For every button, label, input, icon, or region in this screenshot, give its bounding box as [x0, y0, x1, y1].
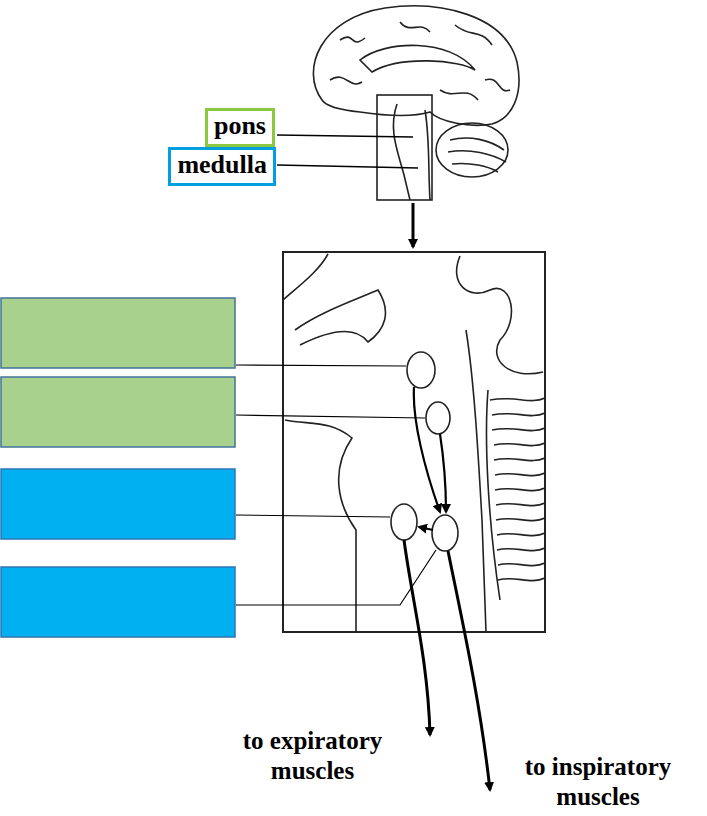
cerebellum — [436, 123, 508, 177]
brainstem-anterior — [285, 420, 356, 632]
zoom-arrow — [412, 203, 415, 247]
leader-line — [236, 415, 425, 418]
whole-brain — [313, 6, 519, 200]
brainstem — [393, 104, 430, 200]
cerebellum-folia — [448, 138, 506, 172]
cover-box — [1, 567, 235, 637]
leader-lines — [236, 365, 436, 605]
output-arrow — [404, 540, 430, 735]
respiratory-center — [432, 515, 458, 551]
enlarged-frame — [283, 252, 545, 632]
leader-line — [236, 550, 436, 605]
pathway-arrow — [440, 434, 446, 512]
cerebral-folds — [283, 254, 385, 345]
leader-line — [236, 515, 390, 517]
cerebellum-edge — [487, 390, 501, 600]
brainstem-posterior — [466, 330, 486, 632]
label-box: medulla — [168, 147, 276, 186]
leader-line — [277, 165, 418, 168]
leader-line — [236, 365, 406, 366]
cerebrum-outline — [313, 6, 519, 125]
part-name: medulla — [177, 151, 267, 180]
gyri — [330, 22, 510, 100]
cover-box — [1, 469, 235, 539]
neural-pathways — [404, 387, 490, 790]
enlarged-brainstem — [283, 252, 545, 632]
muscle-label: to inspiratory muscles — [494, 752, 702, 812]
part-name: pons — [214, 112, 266, 141]
cover-box — [1, 298, 235, 368]
respiratory-center — [426, 402, 450, 434]
pathway-arrow — [419, 527, 433, 530]
muscle-label: to expiratory muscles — [205, 726, 420, 786]
pathway-arrow — [414, 387, 440, 512]
cover-box — [1, 377, 235, 447]
label-box: pons — [205, 108, 275, 147]
corpus-callosum — [360, 45, 475, 72]
output-arrow — [448, 551, 490, 790]
zoom-frame — [377, 95, 432, 200]
respiratory-center — [391, 504, 417, 540]
leader-line — [277, 135, 413, 137]
respiratory-center — [407, 352, 435, 388]
cerebellum-folia — [490, 398, 545, 581]
